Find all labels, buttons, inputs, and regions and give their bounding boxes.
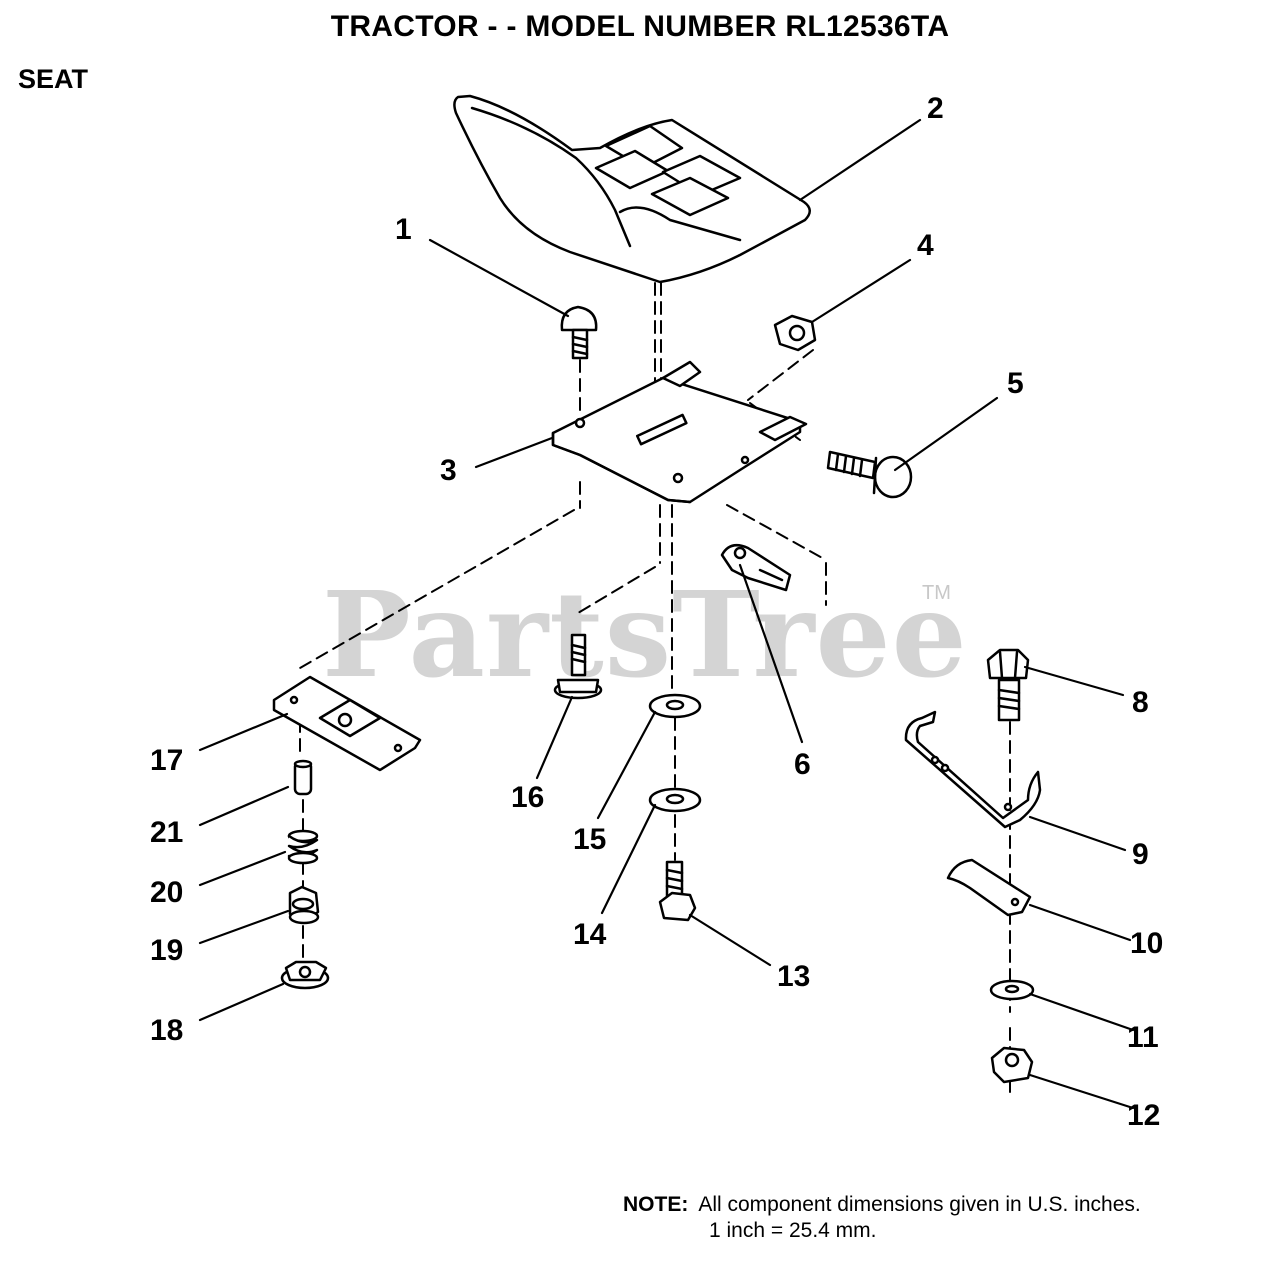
callout-8: 8 [1132,686,1149,719]
note-label: NOTE: [623,1193,689,1216]
washer-11-part [989,979,1035,1001]
callout-17: 17 [150,744,183,777]
mounting-bracket-part [904,710,1042,829]
flange-nut-part [280,960,330,990]
watermark-trademark: TM [922,582,951,604]
shoulder-bolt-part [826,450,913,499]
latch-clip-part [720,543,792,592]
callout-12: 12 [1127,1099,1160,1132]
dimension-note: NOTE: All component dimensions given in U… [623,1192,1141,1242]
seat-part [453,94,811,284]
page-title: TRACTOR - - MODEL NUMBER RL12536TA [330,10,950,43]
spacer-bracket-part [946,858,1032,917]
callout-16: 16 [511,781,544,814]
callout-14: 14 [573,918,607,951]
callout-10: 10 [1130,927,1163,960]
washer-15-part [648,693,702,719]
note-line-2: 1 inch = 25.4 mm. [709,1219,877,1242]
section-label: SEAT [18,64,89,94]
callout-13: 13 [777,960,810,993]
hex-bolt-13-part [658,860,697,922]
callout-11: 11 [1127,1021,1159,1054]
carriage-bolt-part [560,305,598,360]
callout-20: 20 [150,876,183,909]
watermark-logo: PartsTree [322,565,968,704]
nut-part [773,314,817,352]
lock-nut-part [990,1046,1034,1084]
callout-4: 4 [917,229,934,262]
callout-19: 19 [150,934,183,967]
pin-part [293,759,313,796]
callout-21: 21 [150,816,183,849]
callout-15: 15 [573,823,606,856]
spring-part [287,829,319,865]
callout-2: 2 [927,92,944,125]
note-line-1: All component dimensions given in U.S. i… [698,1193,1141,1216]
washer-14-part [648,787,702,813]
callout-18: 18 [150,1014,183,1047]
callout-9: 9 [1132,838,1149,871]
washer-bolt-part [553,633,603,700]
callout-6: 6 [794,748,811,781]
hex-bolt-8-part [986,648,1030,722]
callout-1: 1 [395,213,412,246]
callout-3: 3 [440,454,457,487]
leader-lines [198,118,1135,1110]
callout-5: 5 [1007,367,1024,400]
slide-plate-part [272,675,422,772]
seat-pan-part [551,360,808,504]
knob-nut-part [288,885,320,925]
